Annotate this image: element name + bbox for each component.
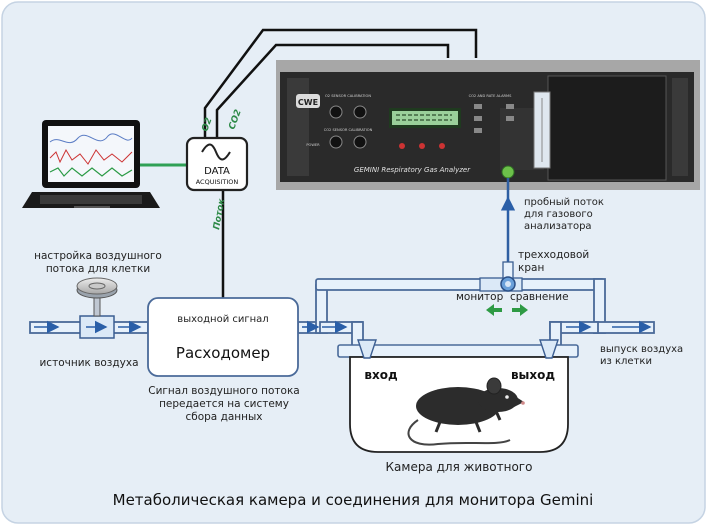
direction-arrows <box>486 304 528 316</box>
labels: настройка воздушного потока для клетки и… <box>34 197 683 474</box>
air-source-label: источник воздуха <box>39 357 138 369</box>
three-way-valve-icon[interactable] <box>479 261 523 292</box>
analyzer-label-alarms: CO2 AND RATE ALARMS <box>469 94 513 98</box>
signal-note-3: сбора данных <box>185 411 262 423</box>
analyzer-label-co2: CO2 SENSOR CALIBRATION <box>324 128 373 132</box>
daq-subtitle: ACQUISITION <box>196 178 239 186</box>
signal-note-1: Сигнал воздушного потока <box>148 385 299 397</box>
sine-wave-icon <box>201 143 231 161</box>
flowmeter-label: Расходомер <box>176 344 270 362</box>
monitor-label: монитор <box>456 291 504 303</box>
daq-title: DATA <box>204 166 230 177</box>
analyzer-signal-wires <box>203 28 478 138</box>
daq-box: DATA ACQUISITION <box>185 136 249 192</box>
flow-adjust-knob-icon[interactable] <box>76 277 118 299</box>
flow-adjust-label-2: потока для клетки <box>46 263 150 275</box>
daq-port-o2: O2 <box>200 117 214 134</box>
outlet-label: выход <box>511 368 555 382</box>
compare-label: сравнение <box>510 291 569 303</box>
sample-port <box>501 165 515 179</box>
flowmeter-box: выходной сигнал Расходомер <box>147 297 299 377</box>
gemini-analyzer: CWE O2 SENSOR CALIBRATION CO2 SENSOR CAL… <box>276 60 700 190</box>
chamber-label: Камера для животного <box>386 460 533 474</box>
analyzer-label-power: POWER <box>306 143 320 147</box>
flow-adjust-label-1: настройка воздушного <box>34 250 162 262</box>
air-out-label-2: из клетки <box>600 356 652 367</box>
sample-flow-label-1: пробный поток <box>524 197 604 208</box>
output-signal-label: выходной сигнал <box>177 314 268 325</box>
analyzer-brand: CWE <box>298 98 318 107</box>
analyzer-title: GEMINI Respiratory Gas Analyzer <box>354 166 471 174</box>
signal-note-2: передается на систему <box>159 398 289 410</box>
sample-flow-label-3: анализатора <box>524 221 592 232</box>
laptop-icon <box>22 120 160 208</box>
rat-icon <box>407 377 525 446</box>
three-way-label-2: кран <box>518 262 544 274</box>
sample-flow-label-2: для газового <box>524 209 593 220</box>
compare-arrow <box>512 304 528 316</box>
diagram-caption: Метаболическая камера и соединения для м… <box>113 491 594 509</box>
monitor-arrow <box>486 304 502 316</box>
inlet-label: вход <box>364 368 398 382</box>
analyzer-label-o2: O2 SENSOR CALIBRATION <box>325 94 371 98</box>
air-out-label-1: выпуск воздуха <box>600 344 683 355</box>
three-way-label-1: трехходовой <box>518 249 589 261</box>
